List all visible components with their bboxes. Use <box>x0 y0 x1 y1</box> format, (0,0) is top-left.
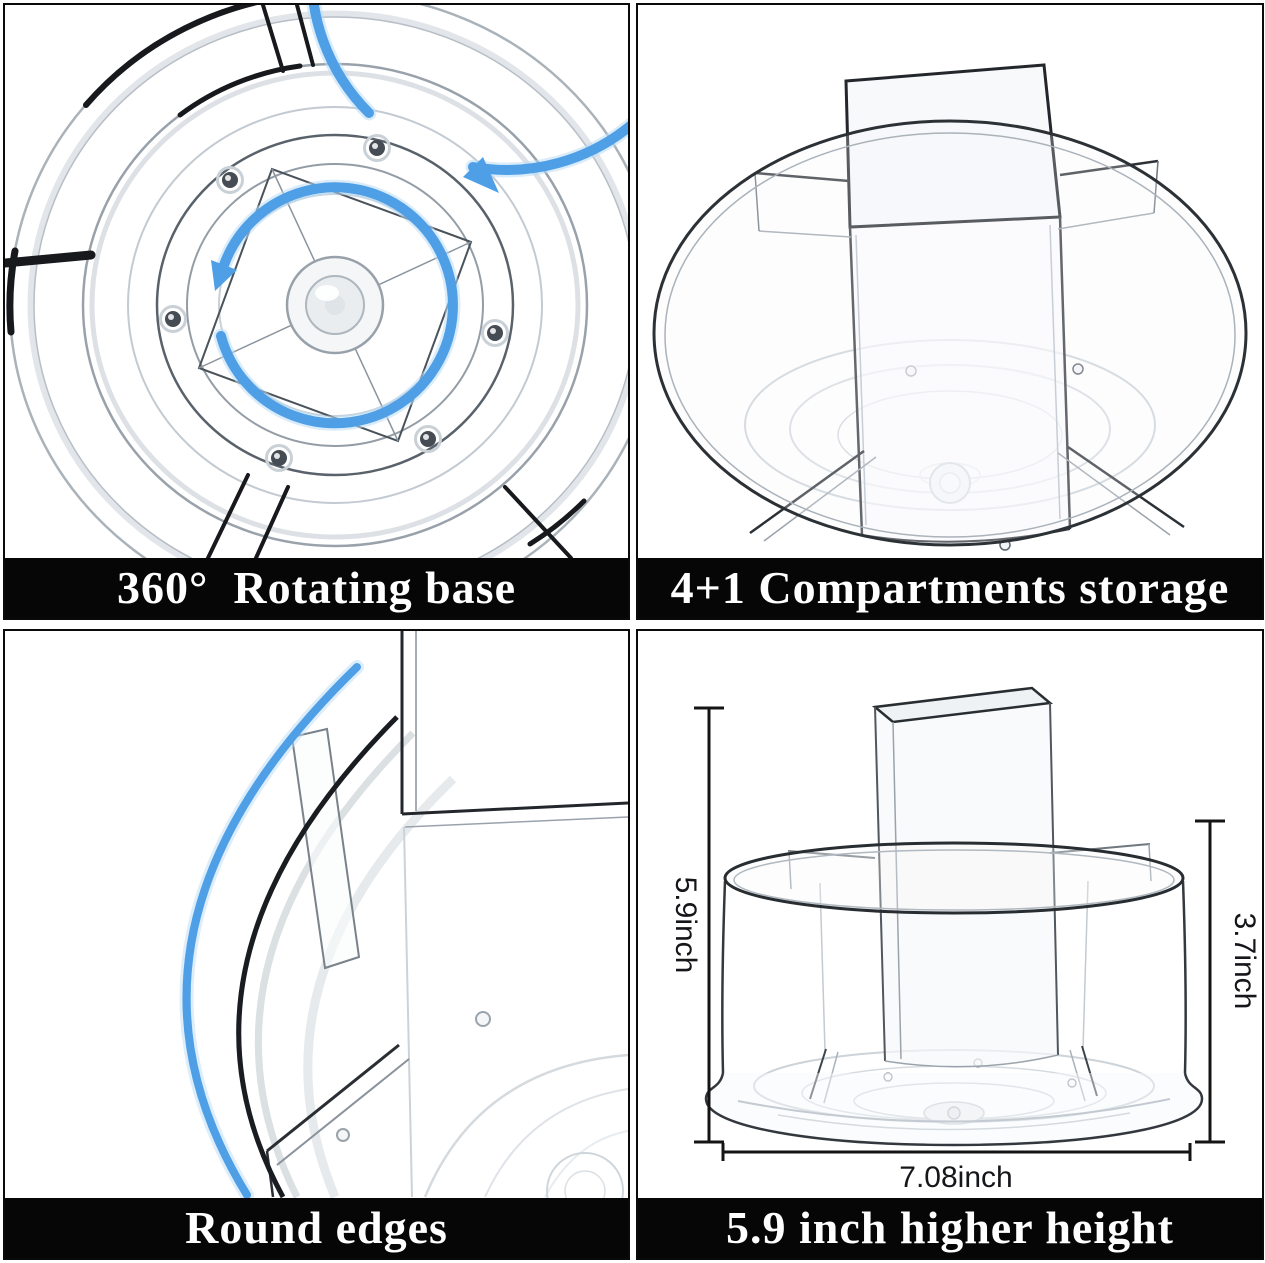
compartments-photo <box>638 5 1262 558</box>
rotating-base-illustration <box>5 5 628 558</box>
caption-banner: 5.9 inch higher height <box>638 1198 1262 1258</box>
dimension-line-total-height <box>694 706 724 1144</box>
round-edges-photo <box>5 631 628 1198</box>
center-hub <box>285 255 385 355</box>
caption-text: 5.9 inch higher height <box>726 1202 1174 1253</box>
ball-bearings <box>159 134 509 472</box>
inner-arrowhead-icon <box>211 260 237 291</box>
ball-bearing <box>363 134 391 162</box>
ball-bearing <box>481 319 509 347</box>
caption-banner: 4+1 Compartments storage <box>638 558 1262 618</box>
panel-compartments: 4+1 Compartments storage <box>636 3 1264 620</box>
compartments-illustration <box>652 63 1248 551</box>
center-column <box>871 686 1059 1068</box>
dimension-label-width: 7.08inch <box>899 1161 1012 1194</box>
height-diagram-photo: 5.9inch 3.7inch 7.08inch <box>638 631 1262 1198</box>
dimension-label-wall-height: 3.7inch <box>1228 913 1261 1010</box>
rotating-base-photo <box>5 5 628 558</box>
dimension-line-width <box>721 1143 1192 1161</box>
ball-bearing <box>265 444 293 472</box>
rotation-arrows <box>211 5 628 431</box>
inner-rim-echoes <box>254 730 457 1198</box>
center-column-edges <box>400 631 628 1198</box>
ball-bearing <box>216 166 244 194</box>
dark-edge-arcs <box>5 5 587 558</box>
caption-banner: Round edges <box>5 1198 628 1258</box>
caption-text: 4+1 Compartments storage <box>670 562 1230 613</box>
caption-text: 360° Rotating base <box>116 562 517 613</box>
caption-banner: 360° Rotating base <box>5 558 628 618</box>
caption-text: Round edges <box>185 1202 448 1253</box>
panel-round-edges: Round edges <box>3 629 630 1260</box>
panel-higher-height: 5.9inch 3.7inch 7.08inch 5.9 inch higher… <box>636 629 1264 1260</box>
bearing-dots <box>336 1011 491 1142</box>
turntable-rings <box>8 5 628 558</box>
tub-body <box>704 841 1204 1147</box>
ball-bearing <box>414 425 442 453</box>
outer-arrowhead-icon <box>463 157 499 193</box>
dimension-line-wall-height <box>1195 819 1225 1144</box>
divider-wall <box>290 727 361 970</box>
ball-bearing <box>159 305 187 333</box>
center-column <box>844 63 1072 543</box>
round-edges-illustration <box>179 631 628 1198</box>
panel-rotating-base: 360° Rotating base <box>3 3 630 620</box>
round-rim <box>652 119 1248 547</box>
height-diagram-illustration: 5.9inch 3.7inch 7.08inch <box>669 686 1261 1194</box>
floor-arcs <box>423 1053 628 1198</box>
dimension-label-total-height: 5.9inch <box>669 877 702 974</box>
round-edge-highlight <box>179 660 364 1198</box>
divider-walls <box>749 159 1185 542</box>
rim-edge <box>236 715 399 1198</box>
